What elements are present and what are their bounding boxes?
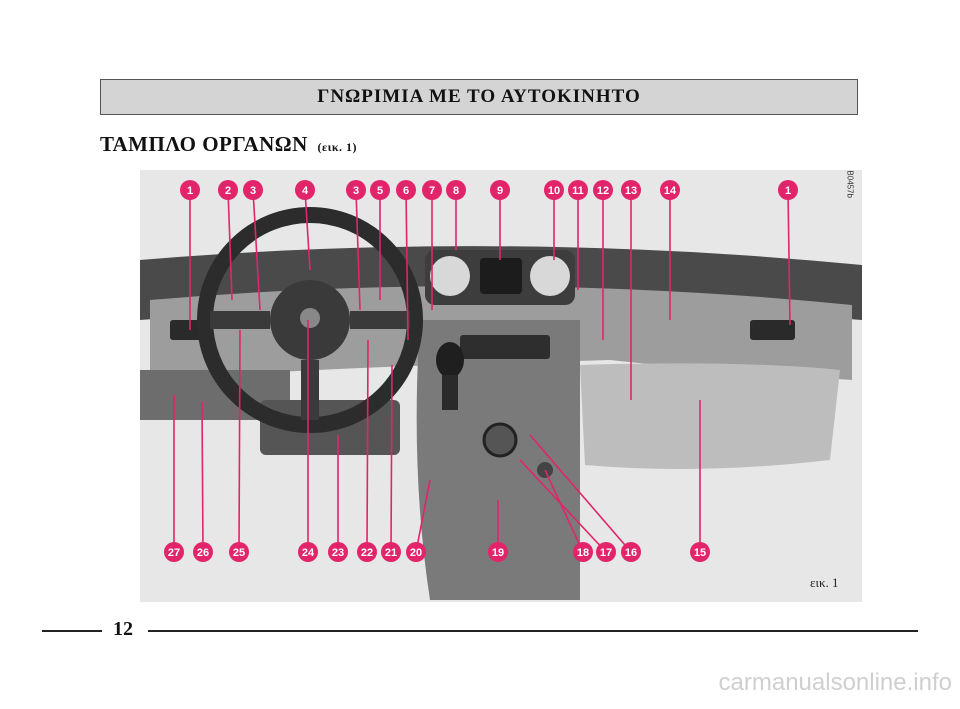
- watermark: carmanualsonline.info: [718, 669, 952, 696]
- gear-knob: [436, 342, 464, 378]
- callout-marker-top-3: [295, 180, 315, 200]
- callout-label-top-10: 10: [548, 185, 560, 197]
- callout-label-top-4: 3: [353, 185, 359, 197]
- callout-label-top-8: 8: [453, 185, 459, 197]
- callout-leader-top-6: [405, 189, 409, 341]
- figure-code: L0B0457b: [845, 170, 854, 198]
- callout-label-bottom-3: 24: [302, 547, 315, 559]
- callout-label-top-3: 4: [302, 185, 309, 197]
- chapter-header-bar: ΓΝΩΡΙΜΙΑ ΜΕ ΤΟ ΑΥΤΟΚΙΝΗΤΟ: [100, 79, 858, 115]
- gear-boot: [442, 375, 458, 410]
- callout-marker-top-11: [568, 180, 588, 200]
- callout-label-top-6: 6: [403, 185, 409, 197]
- callout-marker-top-15: [778, 180, 798, 200]
- callout-label-bottom-1: 26: [197, 547, 209, 559]
- glovebox: [580, 363, 840, 469]
- callout-marker-top-6: [396, 180, 416, 200]
- callout-leader-bottom-9: [544, 469, 584, 553]
- callout-marker-top-12: [593, 180, 613, 200]
- callout-label-top-14: 14: [664, 185, 677, 197]
- callout-marker-bottom-0: [164, 542, 184, 562]
- callout-label-bottom-4: 23: [332, 547, 344, 559]
- callout-label-top-13: 13: [625, 185, 637, 197]
- right-vent: [750, 320, 795, 340]
- right-gauge: [530, 256, 570, 296]
- callout-label-top-2: 3: [250, 185, 256, 197]
- callout-marker-bottom-7: [406, 542, 426, 562]
- callout-leader-bottom-2: [238, 329, 241, 553]
- callout-label-top-9: 9: [497, 185, 503, 197]
- steering-wheel-rim: [197, 207, 423, 433]
- section-figure-ref: (εικ. 1): [317, 140, 358, 154]
- callout-label-top-12: 12: [597, 185, 609, 197]
- callout-label-bottom-2: 25: [233, 547, 245, 559]
- callout-label-bottom-11: 16: [625, 547, 637, 559]
- callout-marker-bottom-1: [193, 542, 213, 562]
- callout-leader-top-15: [787, 189, 791, 326]
- callout-leader-bottom-10: [519, 459, 607, 553]
- chapter-title: ΓΝΩΡΙΜΙΑ ΜΕ ΤΟ ΑΥΤΟΚΙΝΗΤΟ: [317, 86, 641, 107]
- left-gauge: [430, 256, 470, 296]
- center-knob: [482, 422, 518, 458]
- callout-label-top-0: 1: [187, 185, 193, 197]
- callout-marker-top-10: [544, 180, 564, 200]
- callout-label-top-7: 7: [429, 185, 435, 197]
- callout-leader-top-4: [355, 189, 361, 311]
- section-title-text: ΤΑΜΠΛΟ ΟΡΓΑΝΩΝ: [100, 132, 308, 156]
- callout-leader-top-3: [304, 189, 311, 271]
- callout-leader-top-1: [227, 189, 233, 301]
- callout-marker-top-14: [660, 180, 680, 200]
- callout-label-bottom-8: 19: [492, 547, 504, 559]
- callout-label-top-5: 5: [377, 185, 383, 197]
- callout-label-top-15: 1: [785, 185, 791, 197]
- callout-leader-bottom-5: [366, 339, 369, 553]
- callout-leader-top-2: [252, 189, 261, 311]
- callout-marker-bottom-3: [298, 542, 318, 562]
- footer-rule-right: [148, 630, 918, 632]
- callout-marker-top-13: [621, 180, 641, 200]
- center-display: [480, 258, 522, 294]
- callout-label-bottom-12: 15: [694, 547, 706, 559]
- callout-leader-bottom-6: [390, 364, 393, 553]
- steering-wheel-spokes: [210, 311, 410, 420]
- callout-label-bottom-0: 27: [168, 547, 180, 559]
- page-number: 12: [113, 618, 133, 640]
- callout-marker-bottom-11: [621, 542, 641, 562]
- callout-label-bottom-9: 18: [577, 547, 589, 559]
- callout-marker-top-7: [422, 180, 442, 200]
- callout-label-bottom-10: 17: [600, 547, 612, 559]
- callout-marker-top-5: [370, 180, 390, 200]
- callout-leader-bottom-11: [529, 434, 632, 553]
- callout-marker-top-1: [218, 180, 238, 200]
- callout-marker-bottom-10: [596, 542, 616, 562]
- callout-marker-top-4: [346, 180, 366, 200]
- callout-marker-top-8: [446, 180, 466, 200]
- callout-label-top-1: 2: [225, 185, 231, 197]
- callout-marker-top-9: [490, 180, 510, 200]
- callout-leader-bottom-1: [201, 401, 204, 553]
- callout-marker-bottom-2: [229, 542, 249, 562]
- callout-leader-bottom-7: [415, 479, 431, 553]
- steering-logo: [300, 308, 320, 328]
- callout-label-bottom-7: 20: [410, 547, 422, 559]
- callout-marker-top-2: [243, 180, 263, 200]
- callout-marker-bottom-8: [488, 542, 508, 562]
- callout-label-top-11: 11: [572, 185, 584, 197]
- callout-label-bottom-6: 21: [385, 547, 397, 559]
- callout-marker-top-0: [180, 180, 200, 200]
- callout-marker-bottom-9: [573, 542, 593, 562]
- callout-label-bottom-5: 22: [361, 547, 373, 559]
- radio-unit: [460, 335, 550, 359]
- section-title: ΤΑΜΠΛΟ ΟΡΓΑΝΩΝ (εικ. 1): [100, 132, 357, 157]
- figure-caption: εικ. 1: [810, 575, 839, 590]
- callout-marker-bottom-5: [357, 542, 377, 562]
- callout-marker-bottom-12: [690, 542, 710, 562]
- callout-marker-bottom-4: [328, 542, 348, 562]
- footer-rule-left: [42, 630, 102, 632]
- callout-marker-bottom-6: [381, 542, 401, 562]
